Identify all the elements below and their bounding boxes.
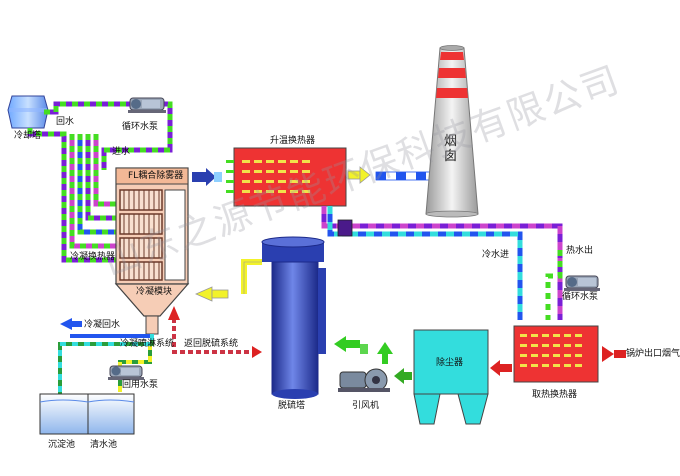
reuse-water-pump	[108, 365, 144, 380]
label-sediment-pool: 沉淀池	[48, 440, 76, 450]
label-condensing-module: 冷凝模块	[136, 287, 173, 297]
label-return-water: 回水	[56, 117, 75, 127]
label-induced-fan: 引风机	[352, 401, 380, 411]
label-cold-water-in: 冷水进	[482, 250, 510, 260]
label-return-desulf: 返回脱硫系统	[184, 339, 239, 349]
label-cooling-tower: 冷却塔	[14, 131, 42, 141]
flow-arrow-up-green	[360, 342, 393, 364]
heat-extraction-exchanger	[513, 325, 599, 383]
label-dust-collector: 除尘器	[436, 358, 464, 368]
cooling-tower	[7, 95, 49, 129]
flow-arrow-to-heater	[192, 168, 222, 186]
circulating-pump-top	[128, 97, 166, 113]
pipe-network-right	[321, 206, 563, 320]
induced-fan	[338, 368, 390, 392]
label-circ-pump-top: 循环水泵	[122, 122, 159, 132]
label-chimney: 烟囱	[444, 134, 458, 164]
flow-arrow-condensate-return	[60, 318, 82, 330]
valve-junction	[337, 219, 353, 237]
condensing-exchanger	[114, 167, 190, 335]
label-clear-pool: 清水池	[90, 440, 118, 450]
label-heat-extraction: 取热换热器	[532, 390, 578, 400]
pipe-return-desulf	[168, 306, 262, 358]
pipe-network-left	[27, 101, 173, 263]
label-water-in: 进水	[112, 147, 131, 157]
pools	[39, 393, 135, 435]
chimney	[425, 45, 479, 218]
flow-arrow-to-dust	[490, 360, 512, 376]
flow-arrow-yellow-left	[195, 286, 229, 302]
label-reuse-pump: 回用水泵	[122, 380, 159, 390]
circulating-pump-right	[564, 275, 600, 291]
heating-exchanger	[226, 147, 347, 207]
label-condensing-exchanger: 冷凝换热器	[70, 252, 116, 262]
flow-arrow-to-chimney	[347, 166, 371, 184]
flow-arrow-to-desulf	[334, 336, 360, 352]
label-spray-system: 冷凝喷淋系统	[120, 339, 175, 349]
label-fl-demister: FL耦合除雾器	[128, 171, 184, 181]
dust-collector	[413, 329, 489, 425]
label-heating-exchanger: 升温换热器	[270, 136, 316, 146]
pipe-yellow-desulf	[241, 259, 262, 294]
label-condensate-return: 冷凝回水	[84, 320, 121, 330]
flow-arrow-to-fan	[394, 368, 412, 384]
label-circ-pump-right: 循环水泵	[562, 292, 599, 302]
flow-arrow-boiler-flue	[602, 346, 626, 362]
desulfurization-tower	[261, 236, 326, 399]
label-desulf-tower: 脱硫塔	[278, 401, 306, 411]
label-hot-water-out: 热水出	[566, 246, 594, 256]
label-boiler-flue: 锅炉出口烟气	[626, 349, 680, 359]
